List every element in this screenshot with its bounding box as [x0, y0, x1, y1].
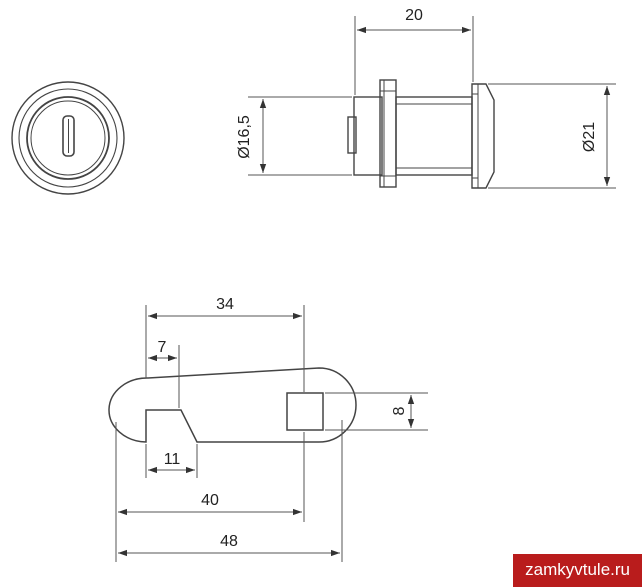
dim-label-40: 40 [201, 492, 219, 509]
watermark-badge: zamkyvtule.ru [513, 554, 642, 587]
dim-label-48: 48 [220, 533, 238, 550]
side-stub [347, 116, 357, 154]
lock-side-view [347, 79, 495, 189]
dim-label-16-5: Ø16,5 [236, 115, 253, 159]
dim-cam-7 [148, 345, 180, 408]
dim-cam-11 [145, 444, 198, 478]
keyhole [62, 115, 75, 157]
dim-cam-48 [118, 420, 343, 562]
dim-length-20 [354, 16, 474, 95]
cam-lever [108, 367, 357, 443]
cam-outline [108, 367, 357, 443]
head-flange [471, 83, 495, 189]
side-plate [353, 96, 383, 176]
lock-front-view [11, 81, 125, 195]
dim-label-20: 20 [405, 7, 423, 24]
dim-cam-34 [145, 305, 305, 392]
cylinder-body [395, 96, 473, 176]
dim-diameter-16-5 [248, 96, 352, 176]
dim-label-11: 11 [164, 451, 181, 468]
inner-rim [18, 88, 118, 188]
dim-label-21: Ø21 [581, 122, 598, 152]
dim-diameter-21 [488, 83, 616, 189]
dim-label-7: 7 [158, 339, 167, 356]
face-ring [26, 96, 110, 180]
dim-label-34: 34 [216, 296, 234, 313]
cylinder-ring [30, 100, 106, 176]
dim-cam-40 [115, 422, 305, 562]
dim-cam-8 [325, 392, 428, 431]
outer-rim [11, 81, 125, 195]
cam-square-hole [286, 392, 324, 431]
dim-label-8: 8 [391, 406, 408, 415]
